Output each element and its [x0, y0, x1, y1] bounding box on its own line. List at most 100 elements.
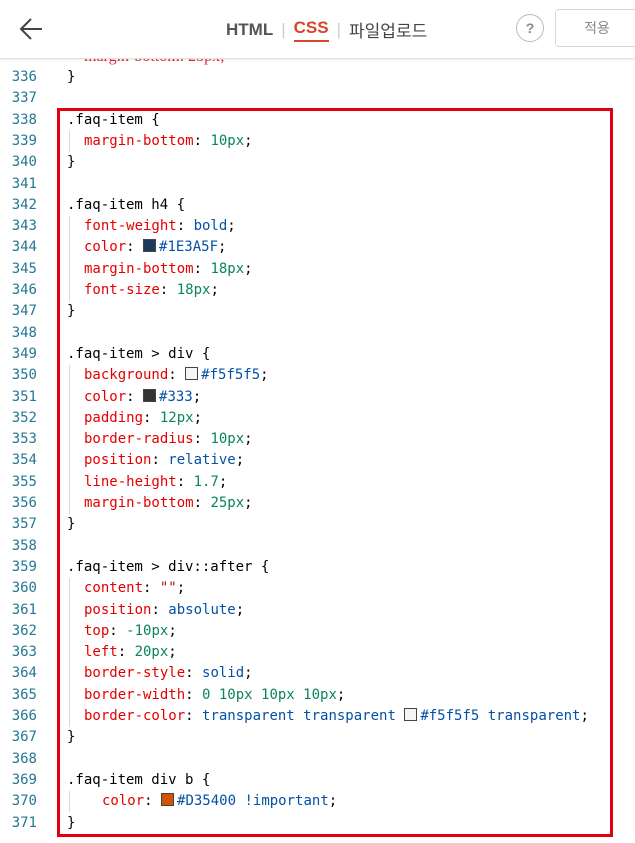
code-line: 367} — [0, 727, 635, 748]
code-line: 353 border-radius: 10px; — [0, 429, 635, 450]
code-text: border-color: transparent transparent #f… — [84, 708, 589, 724]
code-line: 337 — [0, 88, 635, 109]
code-text: .faq-item > div { — [67, 345, 211, 362]
css-property: color — [84, 388, 127, 405]
css-value: 0 10px 10px 10px — [202, 686, 337, 703]
indent-guide — [69, 216, 70, 302]
css-value: #f5f5f5 transparent — [420, 708, 581, 724]
tab-html[interactable]: HTML — [226, 19, 274, 39]
css-property: font-weight — [84, 218, 177, 235]
code-line: 350 background: #f5f5f5; — [0, 365, 635, 386]
css-value: -10px — [126, 622, 169, 639]
code-line: 368 — [0, 749, 635, 770]
css-value: 12px — [159, 409, 194, 426]
css-property: left — [84, 644, 118, 661]
css-value: absolute — [168, 601, 236, 618]
css-property: top — [84, 622, 110, 639]
code-line: 341 — [0, 174, 635, 195]
css-property: margin-bottom — [84, 495, 194, 511]
css-property: margin-bottom — [84, 132, 194, 149]
code-text: top: -10px; — [84, 622, 177, 639]
line-number: 354 — [11, 452, 37, 469]
code-line: 359.faq-item > div::after { — [0, 557, 635, 578]
code-text: margin-bottom: 25px; — [84, 495, 253, 511]
line-number: 343 — [11, 218, 37, 235]
css-value: transparent transparent — [202, 708, 396, 724]
code-text: position: absolute; — [84, 601, 245, 618]
line-number: 345 — [11, 260, 37, 277]
color-swatch-icon[interactable] — [185, 367, 199, 381]
code-line: 348 — [0, 323, 635, 344]
line-number: 346 — [11, 282, 37, 298]
css-important: !important — [236, 793, 329, 810]
code-text: } — [67, 814, 76, 831]
css-value: 1.7 — [193, 473, 219, 490]
code-text: .faq-item h4 { — [67, 196, 186, 213]
css-value: bold — [193, 218, 228, 235]
code-text: background: #f5f5f5; — [84, 367, 269, 384]
line-number: 370 — [11, 793, 37, 810]
color-swatch-icon[interactable] — [161, 793, 175, 807]
css-property: background — [84, 367, 169, 384]
code-text: padding: 12px; — [84, 409, 203, 426]
css-value: #333 — [159, 388, 193, 405]
css-value: 20px — [134, 644, 169, 661]
css-value: 18px — [210, 260, 245, 277]
code-text: } — [67, 69, 76, 85]
tab-separator: | — [281, 19, 286, 39]
line-number: 337 — [11, 90, 37, 107]
line-number: 363 — [11, 644, 37, 661]
tab-file-upload[interactable]: 파일업로드 — [349, 22, 428, 41]
help-icon[interactable]: ? — [516, 14, 544, 42]
editor-toolbar: HTML | CSS | 파일업로드 ? 적용 — [0, 0, 635, 59]
line-number: 347 — [11, 303, 37, 320]
code-line: 371} — [0, 813, 635, 834]
code-text: left: 20px; — [84, 644, 177, 661]
code-line: 340} — [0, 152, 635, 173]
line-number: 364 — [11, 665, 37, 682]
code-line: 347} — [0, 301, 635, 322]
css-value: #D35400 — [177, 793, 237, 810]
line-number: 362 — [11, 622, 37, 639]
color-swatch-icon[interactable] — [404, 708, 418, 721]
css-property: border-radius — [84, 431, 194, 448]
code-line: 362 top: -10px; — [0, 621, 635, 642]
css-property: color — [102, 793, 145, 810]
css-property: border-width — [84, 686, 186, 703]
line-number: 356 — [11, 495, 37, 511]
css-property: position — [84, 452, 152, 469]
line-number: 369 — [11, 771, 37, 788]
css-value: #1E3A5F — [159, 239, 219, 256]
tab-css[interactable]: CSS — [293, 18, 329, 42]
code-text: border-radius: 10px; — [84, 431, 253, 448]
code-text: color: #333; — [84, 388, 202, 405]
apply-button[interactable]: 적용 — [555, 9, 635, 47]
line-number: 353 — [11, 431, 37, 448]
line-number: 360 — [11, 580, 37, 597]
line-number: 339 — [11, 132, 37, 149]
line-number: 336 — [11, 69, 37, 85]
color-swatch-icon[interactable] — [143, 388, 157, 402]
code-text: } — [67, 303, 76, 320]
back-arrow-icon[interactable] — [16, 13, 48, 45]
tab-separator: | — [336, 19, 342, 39]
indent-guide — [69, 791, 70, 813]
css-property: border-style — [84, 665, 186, 682]
css-property: line-height — [84, 473, 177, 490]
line-number: 350 — [11, 367, 37, 384]
indent-guide — [69, 578, 70, 728]
code-text: color: #1E3A5F; — [84, 239, 227, 256]
color-swatch-icon[interactable] — [143, 239, 157, 253]
code-line: 356 margin-bottom: 25px; — [0, 493, 635, 514]
